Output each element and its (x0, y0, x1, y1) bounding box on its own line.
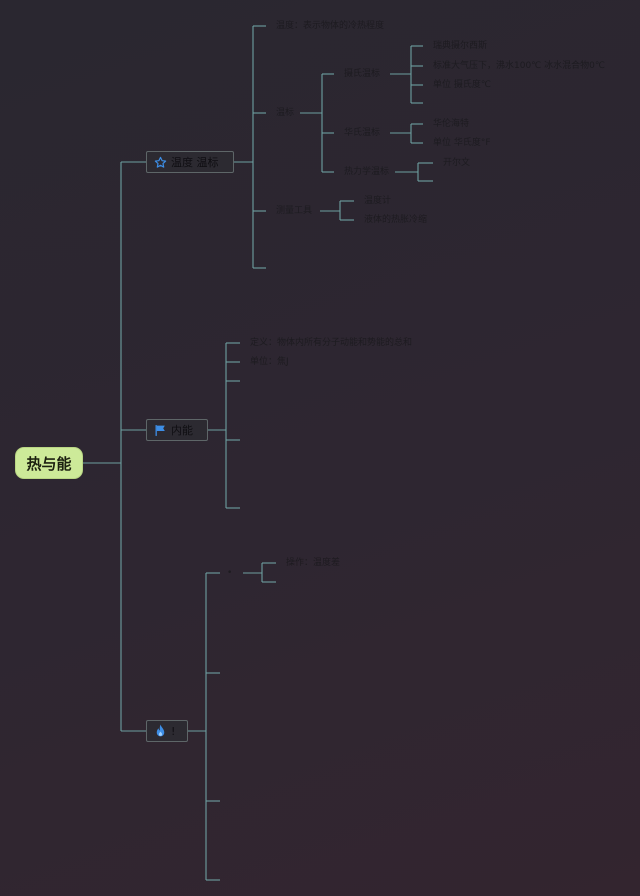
tools-item-thermometer[interactable]: 温度计 (364, 196, 392, 206)
internal-energy-unit[interactable]: 单位：焦J (250, 357, 289, 367)
topic-heat[interactable]: ! (146, 720, 188, 742)
celsius-item-inventor[interactable]: 瑞典摄尔西斯 (433, 41, 488, 51)
kelvin-node[interactable]: 热力学温标 (344, 167, 390, 177)
fahrenheit-item-unit[interactable]: 单位 华氏度°F (433, 138, 491, 148)
heat-operation[interactable]: 操作：温度差 (286, 558, 341, 568)
heat-dot[interactable]: • (227, 568, 233, 578)
topic-temperature-label: 温度 温标 (171, 156, 219, 169)
topic-heat-label: ! (171, 724, 176, 738)
kelvin-item-inventor[interactable]: 开尔文 (443, 158, 471, 168)
fahrenheit-node[interactable]: 华氏温标 (344, 128, 381, 138)
celsius-item-reference[interactable]: 标准大气压下，沸水100℃ 冰水混合物0℃ (433, 61, 605, 71)
topic-internal-energy-label: 内能 (171, 424, 193, 437)
celsius-item-unit[interactable]: 单位 摄氏度℃ (433, 80, 491, 90)
scale-node[interactable]: 温标 (276, 108, 295, 118)
topic-internal-energy[interactable]: 内能 (146, 419, 208, 441)
tools-node[interactable]: 测量工具 (276, 206, 313, 216)
root-node[interactable]: 热与能 (16, 448, 82, 478)
flag-icon (153, 423, 167, 437)
internal-energy-definition[interactable]: 定义：物体内所有分子动能和势能的总和 (250, 338, 413, 348)
star-icon (153, 155, 167, 169)
flame-icon (153, 724, 167, 738)
fahrenheit-item-inventor[interactable]: 华伦海特 (433, 119, 470, 129)
celsius-node[interactable]: 摄氏温标 (344, 69, 381, 79)
tools-item-principle[interactable]: 液体的热胀冷缩 (364, 215, 428, 225)
topic-temperature[interactable]: 温度 温标 (146, 151, 234, 173)
temperature-definition[interactable]: 温度：表示物体的冷热程度 (276, 21, 385, 31)
